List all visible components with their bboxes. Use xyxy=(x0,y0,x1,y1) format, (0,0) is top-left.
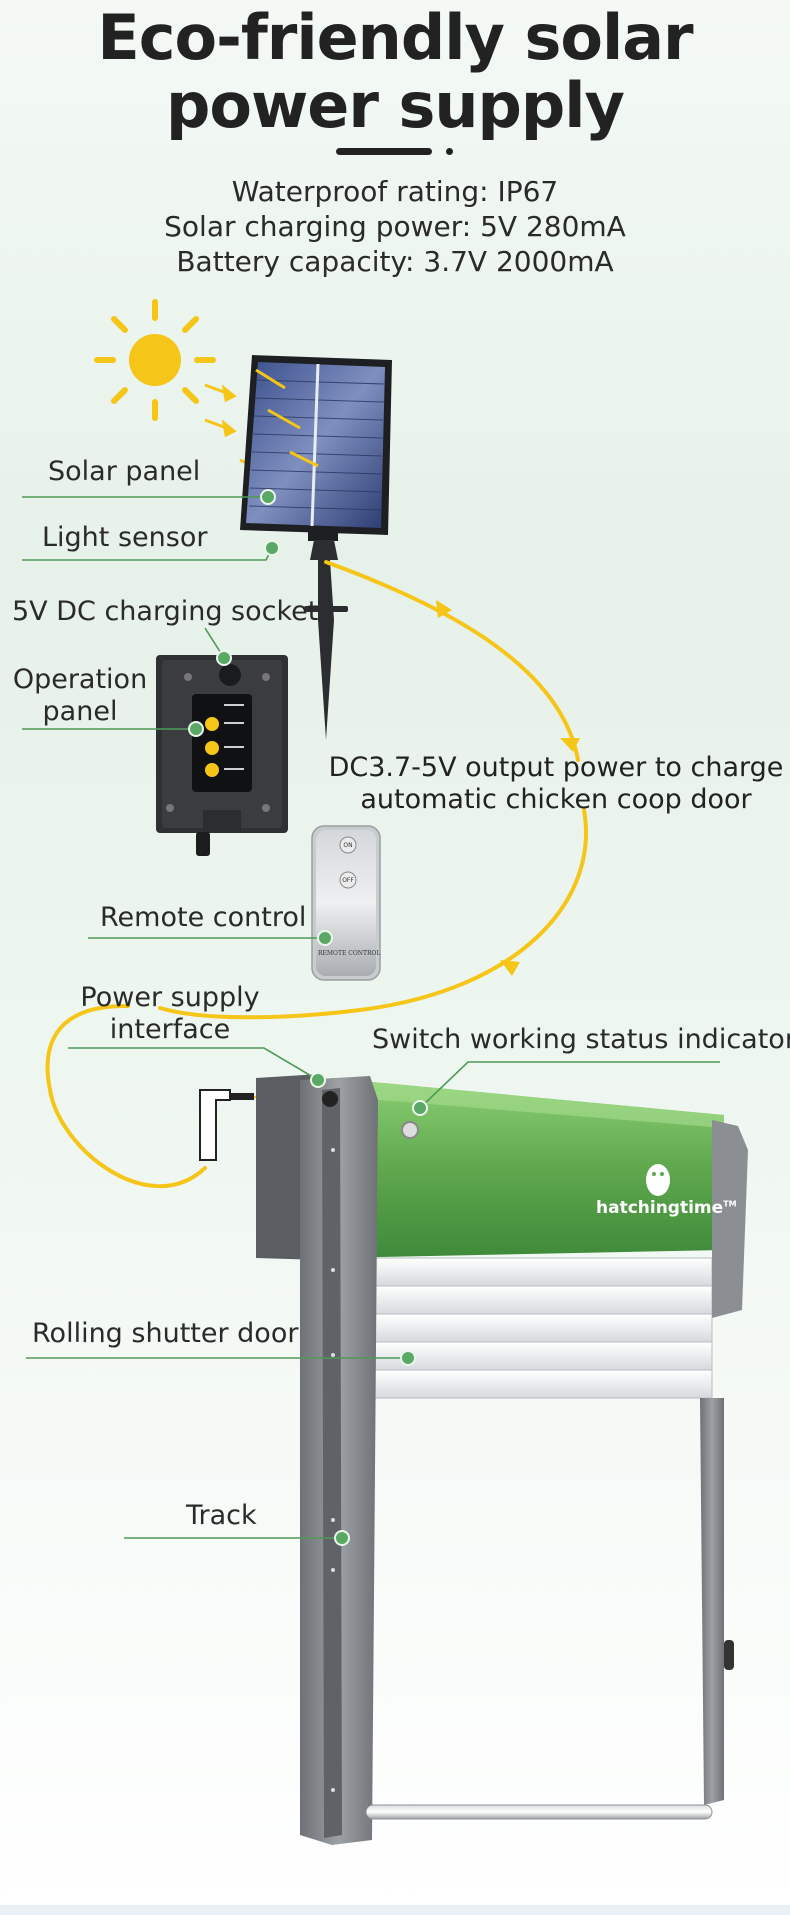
brand-text: hatchingtime xyxy=(596,1198,724,1218)
brand-name: hatchingtimeTM xyxy=(596,1198,737,1218)
coop-door-image xyxy=(256,1074,748,1845)
solar-panel-image xyxy=(240,355,392,740)
label-operation-panel: Operation panel xyxy=(10,664,150,728)
page-title: Eco-friendly solar power supply xyxy=(0,4,790,140)
label-light-sensor: Light sensor xyxy=(42,522,208,553)
label-rolling-shutter: Rolling shutter door xyxy=(32,1318,299,1349)
label-charging-socket: 5V DC charging socket xyxy=(12,596,319,627)
output-power-note-line-1: DC3.7-5V output power to charge xyxy=(328,752,784,783)
brand-trademark: TM xyxy=(723,1199,737,1209)
remote-on-label: ON xyxy=(343,842,352,849)
controller-box-image xyxy=(156,655,288,856)
label-power-interface-line-1: Power supply xyxy=(80,982,260,1013)
leader-lines xyxy=(22,496,720,1539)
bottom-bar xyxy=(0,1905,790,1915)
label-track: Track xyxy=(186,1500,257,1531)
title-line-2: power supply xyxy=(166,69,625,142)
spec-battery: Battery capacity: 3.7V 2000mA xyxy=(176,245,614,278)
remote-off-label: OFF xyxy=(342,877,354,884)
cable-arrows xyxy=(436,600,580,976)
label-status-indicator: Switch working status indicator xyxy=(372,1024,790,1055)
spec-list: Waterproof rating: IP67 Solar charging p… xyxy=(0,174,790,279)
remote-caption: REMOTE CONTROL xyxy=(318,950,381,957)
output-power-note-line-2: automatic chicken coop door xyxy=(360,784,752,815)
label-remote-control: Remote control xyxy=(100,902,307,933)
leader-dots xyxy=(188,489,428,1546)
spec-solar-power: Solar charging power: 5V 280mA xyxy=(164,210,626,243)
title-underline-dot xyxy=(446,148,453,155)
power-cable xyxy=(45,560,588,1189)
label-operation-panel-line-2: panel xyxy=(42,696,118,727)
label-power-interface: Power supply interface xyxy=(60,982,280,1046)
label-solar-panel: Solar panel xyxy=(48,456,201,487)
label-power-interface-line-2: interface xyxy=(109,1014,231,1045)
spec-waterproof: Waterproof rating: IP67 xyxy=(231,175,559,208)
sun-icon xyxy=(94,299,216,421)
brand-logo xyxy=(646,1164,670,1196)
title-line-1: Eco-friendly solar xyxy=(97,1,693,74)
label-operation-panel-line-1: Operation xyxy=(12,664,148,695)
output-power-note: DC3.7-5V output power to charge automati… xyxy=(326,752,786,816)
title-underline xyxy=(336,148,432,155)
